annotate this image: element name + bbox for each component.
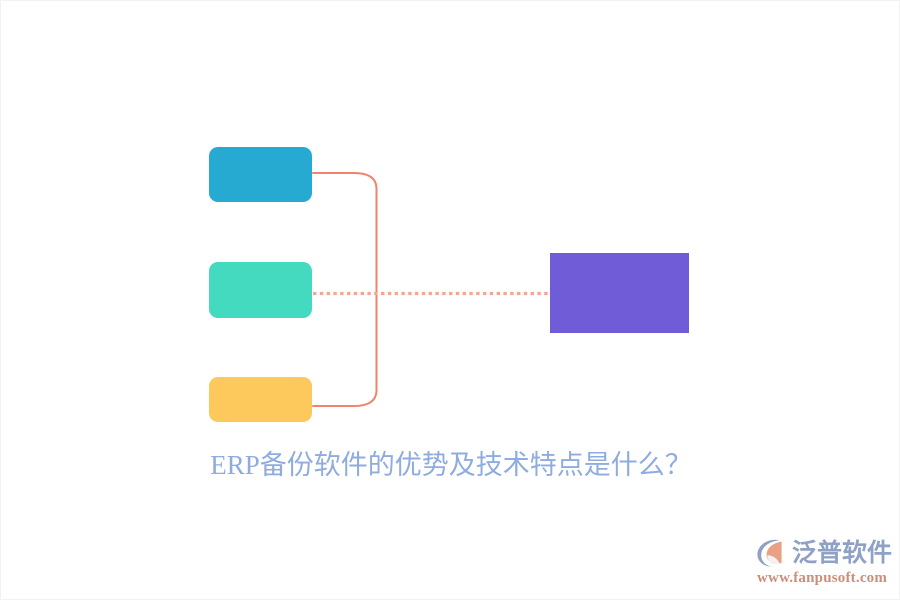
watermark: 泛普软件 www.fanpusoft.com	[755, 531, 892, 593]
watermark-logo-row: 泛普软件	[755, 535, 892, 571]
teal-node[interactable]	[209, 262, 312, 318]
yellow-node[interactable]	[209, 377, 312, 422]
purple-node[interactable]	[550, 253, 689, 333]
blue-node[interactable]	[209, 147, 312, 202]
watermark-url: www.fanpusoft.com	[757, 570, 888, 586]
page-title: ERP备份软件的优势及技术特点是什么？	[210, 450, 692, 480]
fanpu-arc-logo-icon	[757, 539, 782, 567]
bracket-connector-path	[312, 172, 378, 407]
watermark-brand: 泛普软件	[792, 539, 893, 567]
